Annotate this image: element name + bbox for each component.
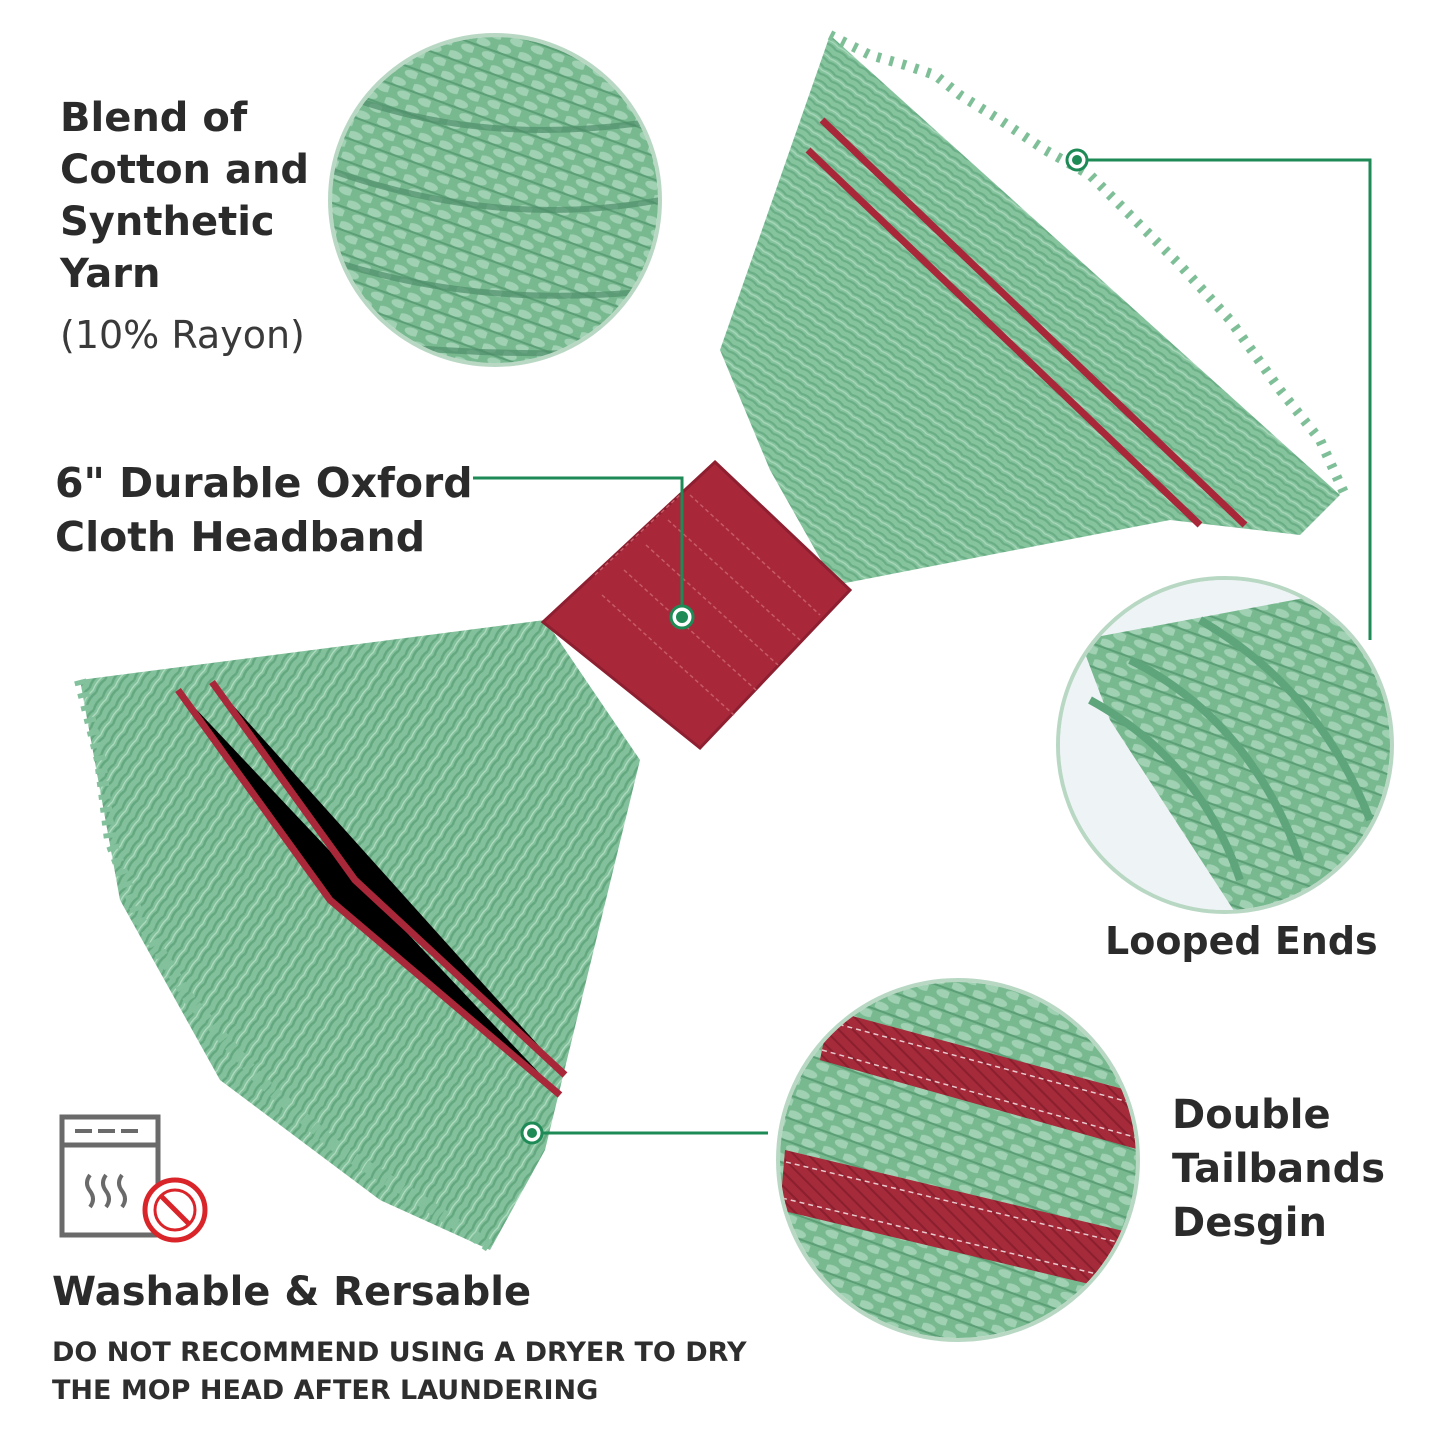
yarn-blend-title: Blend of Cotton and Synthetic Yarn (60, 95, 310, 297)
prohibited-icon (142, 1177, 208, 1243)
callout-dots (520, 148, 1089, 1145)
mop-lower-fan (74, 620, 640, 1255)
dryer-icon (59, 1114, 161, 1238)
yarn-closeup-circle (328, 33, 662, 367)
oxford-headband (540, 459, 853, 751)
callout-lines (473, 158, 1372, 1135)
tailbands-closeup-circle (776, 978, 1140, 1342)
looped-ends-title: Looped Ends (1105, 919, 1378, 963)
headband-title: 6" Durable Oxford Cloth Headband (55, 459, 473, 561)
washable-title: Washable & Rersable (52, 1269, 532, 1315)
looped-ends-circle (1056, 576, 1394, 914)
mop-upper-fan (720, 30, 1350, 585)
yarn-blend-note: (10% Rayon) (60, 313, 305, 357)
washable-note: DO NOT RECOMMEND USING A DRYER TO DRY TH… (52, 1337, 747, 1406)
tailbands-title: Double Tailbands Desgin (1172, 1092, 1386, 1246)
